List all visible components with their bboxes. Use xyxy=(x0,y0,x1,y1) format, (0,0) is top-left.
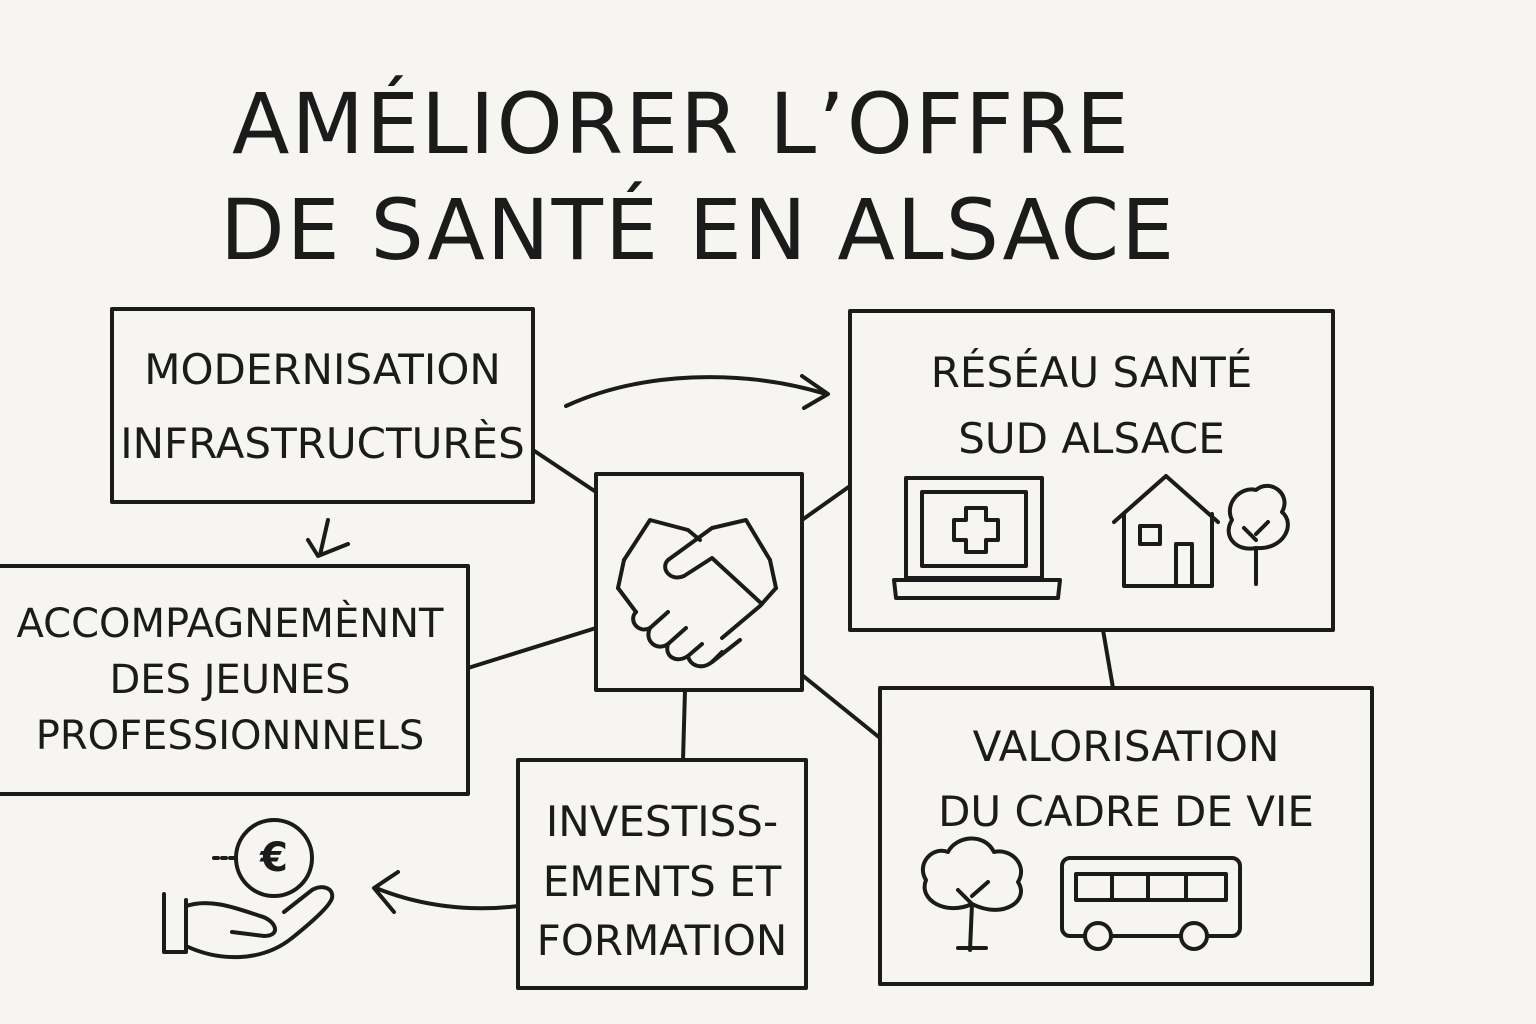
box-investissements-line-1: INVESTISS- xyxy=(545,797,779,846)
box-reseau-label: RÉSÉAU SANTÉ SUD ALSACE xyxy=(850,340,1333,473)
arrow-modernisation-to-reseau xyxy=(564,375,828,408)
connector-center-reseau xyxy=(800,484,852,522)
box-accompagnement xyxy=(0,564,470,796)
hand-holding-euro-coin-icon xyxy=(162,818,335,960)
arrow-investissements-to-funding-head xyxy=(372,870,400,914)
box-valorisation-line-2: DU CADRE DE VIE xyxy=(938,787,1314,837)
euro-symbol: € xyxy=(260,835,288,881)
boxes xyxy=(0,307,1374,990)
connector-reseau-valorisation xyxy=(1101,628,1115,690)
box-accompagnement-line-2: DES JEUNES xyxy=(109,657,351,703)
box-valorisation xyxy=(878,686,1374,986)
box-reseau-line-1: RÉSÉAU SANTÉ xyxy=(930,348,1253,397)
connector-modernisation-center xyxy=(531,448,598,494)
bus-icon xyxy=(1060,856,1242,951)
page-title-line-1: AMÉLIORER L’OFFRE xyxy=(232,75,1131,173)
box-investissements xyxy=(516,758,808,990)
box-accompagnement-line-3: PROFESSIONNNELS xyxy=(35,713,425,759)
tree-icon-reseau xyxy=(1226,483,1290,586)
handshake-icon xyxy=(616,518,778,669)
box-reseau-sante xyxy=(848,309,1335,632)
page-title-line-2: DE SANTÉ EN ALSACE xyxy=(220,181,1177,279)
box-investissements-line-2: EMENTS ET xyxy=(542,856,782,906)
arrow-modernisation-to-reseau-head xyxy=(800,374,830,410)
box-modernisation-line-1: MODERNISATION xyxy=(144,345,501,394)
box-investissements-label: INVESTISS- EMENTS ET FORMATION xyxy=(518,792,806,971)
arrow-down-to-accompagnement xyxy=(318,518,330,557)
arrow-investissements-to-funding xyxy=(374,886,520,911)
connector-center-investissements xyxy=(681,688,687,762)
box-modernisation xyxy=(110,307,535,504)
box-investissements-line-3: FORMATION xyxy=(536,916,788,966)
box-reseau-line-2: SUD ALSACE xyxy=(958,414,1225,464)
connector-accompagnement-center xyxy=(466,626,598,670)
tree-icon-valorisation xyxy=(920,836,1023,952)
box-accompagnement-line-1: ACCOMPAGNEMÈNNT xyxy=(16,601,444,647)
box-accompagnement-label: ACCOMPAGNEMÈNNT DES JEUNES PROFESSIONNNE… xyxy=(0,596,468,764)
connector-center-valorisation xyxy=(800,673,882,740)
connectors xyxy=(466,448,1115,762)
box-modernisation-line-2: INFRASTRUCTURÈS xyxy=(120,418,525,468)
house-icon xyxy=(1112,474,1220,588)
arrow-down-to-accompagnement-head xyxy=(306,538,350,558)
box-valorisation-label: VALORISATION DU CADRE DE VIE xyxy=(880,714,1372,844)
laptop-medical-cross-icon xyxy=(892,476,1062,600)
box-center-handshake xyxy=(594,472,804,692)
arrows xyxy=(306,374,830,914)
box-valorisation-line-1: VALORISATION xyxy=(972,722,1280,771)
box-modernisation-label: MODERNISATION INFRASTRUCTURÈS xyxy=(112,333,533,480)
